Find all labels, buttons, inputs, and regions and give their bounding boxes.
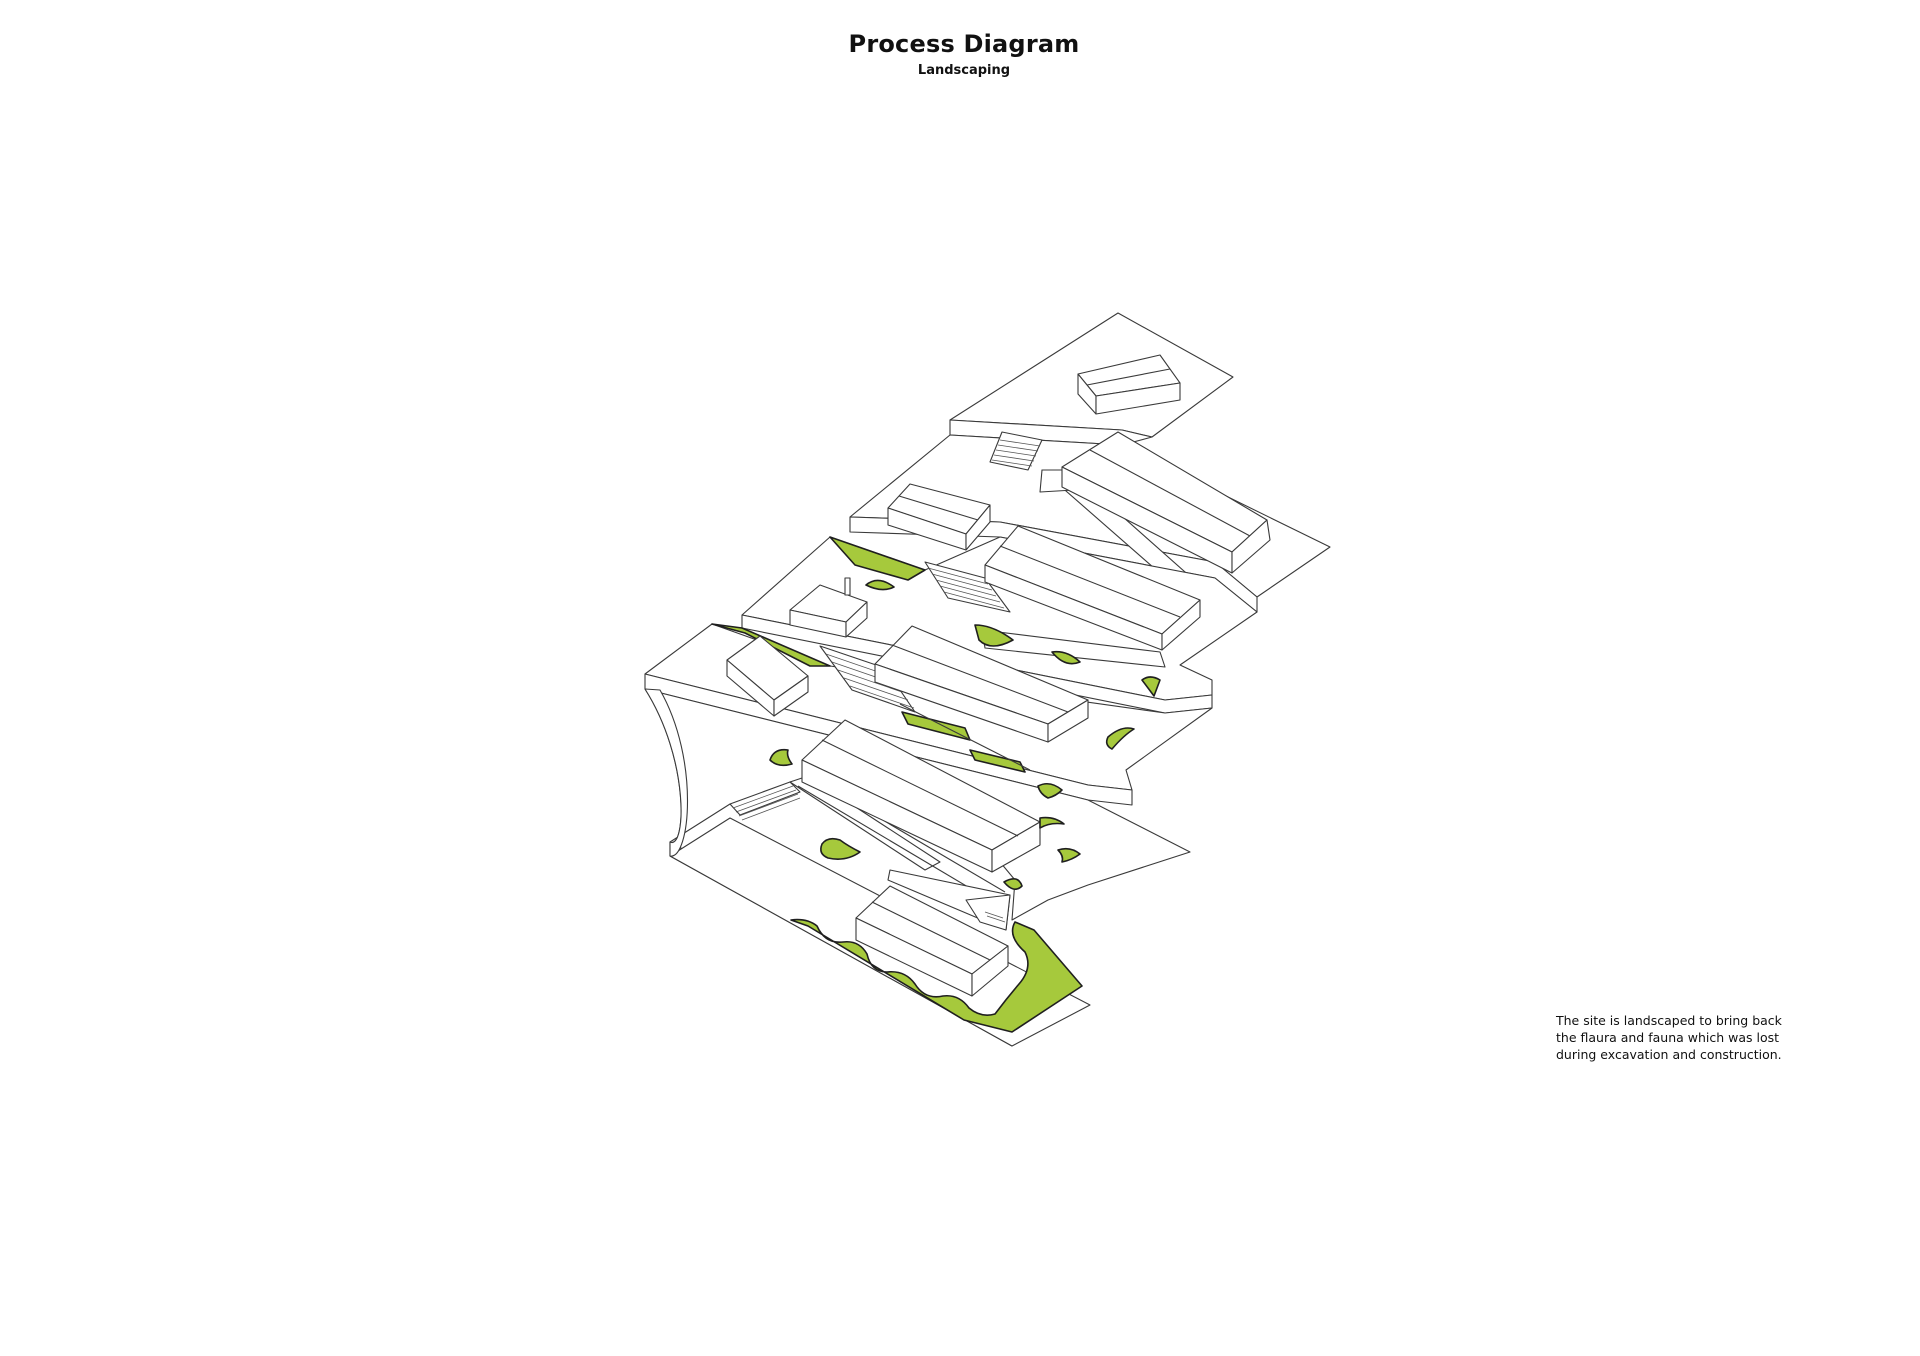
green-blob-bottom-2 xyxy=(820,837,861,860)
terrace-fourth xyxy=(644,623,1213,806)
curved-edge xyxy=(644,688,688,857)
green-blob-third-left xyxy=(865,579,895,591)
green-blob-bottom-5 xyxy=(1057,847,1081,863)
ramp-bottom xyxy=(887,869,1011,931)
building-top-small xyxy=(1077,354,1181,415)
green-blob-bottom-3 xyxy=(1037,782,1063,799)
building-long-top xyxy=(1061,431,1271,574)
stair-third xyxy=(924,561,1011,613)
green-blob-third-2 xyxy=(1051,650,1081,665)
page-title: Process Diagram xyxy=(848,30,1080,58)
terrace-top-edge xyxy=(949,419,1153,446)
building-fourth-long xyxy=(874,625,1089,743)
green-blob-bottom-1 xyxy=(769,748,793,767)
green-blob-bottom-6 xyxy=(1003,878,1023,890)
building-bottom-long xyxy=(801,719,1041,873)
ramp-fourth xyxy=(899,703,1031,773)
green-blob-third-3 xyxy=(1141,676,1161,697)
green-blob-bottom-4 xyxy=(1039,816,1065,829)
building-second-left xyxy=(887,483,991,551)
green-blob-third-1 xyxy=(974,624,1014,647)
green-patch-third-corner xyxy=(829,536,926,581)
building-third-long xyxy=(984,525,1201,651)
building-fourth-small xyxy=(726,635,809,717)
building-third-chimney xyxy=(789,577,868,638)
building-bottom-front xyxy=(855,885,1009,997)
terrace-top xyxy=(949,312,1234,446)
description-text: The site is landscaped to bring back the… xyxy=(1556,1013,1782,1062)
terrace-bottom xyxy=(644,688,1191,1047)
green-strip-bottom-front xyxy=(790,918,1083,1033)
page-subtitle: Landscaping xyxy=(917,63,1011,78)
green-blob-fourth-1 xyxy=(1105,727,1135,750)
stair-top xyxy=(989,431,1043,471)
